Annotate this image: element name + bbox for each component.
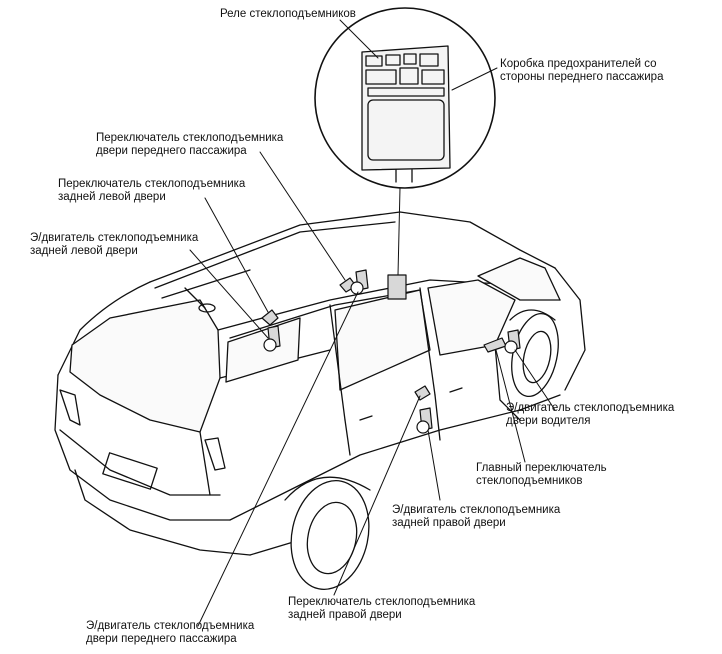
label-line: Переключатель стеклоподъемника: [58, 178, 246, 190]
label-fuse-box: Коробка предохранителей со стороны перед…: [500, 58, 663, 84]
label-rear-right-motor: Э/двигатель стеклоподъемника задней прав…: [392, 504, 560, 530]
component-markers: [261, 269, 521, 434]
label-driver-motor: Э/двигатель стеклоподъемника двери водит…: [506, 402, 674, 428]
label-line: двери водителя: [506, 415, 591, 427]
label-line: Реле стеклоподъемников: [220, 8, 356, 20]
label-rear-right-switch: Переключатель стеклоподъемника задней пр…: [288, 596, 475, 622]
label-line: задней правой двери: [288, 609, 402, 621]
label-line: Э/двигатель стеклоподъемника: [86, 620, 255, 632]
label-line: стороны переднего пассажира: [500, 71, 664, 83]
label-line: Переключатель стеклоподъемника: [288, 596, 476, 608]
label-line: двери переднего пассажира: [96, 145, 247, 157]
label-rear-left-motor: Э/двигатель стеклоподъемника задней лево…: [30, 232, 198, 258]
fuse-box-inset: [314, 7, 496, 189]
label-line: задней левой двери: [30, 245, 138, 257]
label-line: Главный переключатель: [476, 462, 607, 474]
label-front-passenger-motor: Э/двигатель стеклоподъемника двери перед…: [86, 620, 254, 646]
label-front-passenger-switch: Переключатель стеклоподъемника двери пер…: [96, 132, 283, 158]
label-window-relay: Реле стеклоподъемников: [220, 8, 356, 21]
label-line: Э/двигатель стеклоподъемника: [30, 232, 199, 244]
label-line: стеклоподъемников: [476, 475, 583, 487]
label-line: Переключатель стеклоподъемника: [96, 132, 284, 144]
label-line: двери переднего пассажира: [86, 633, 237, 645]
label-line: задней правой двери: [392, 517, 506, 529]
label-main-switch: Главный переключатель стеклоподъемников: [476, 462, 607, 488]
label-line: Э/двигатель стеклоподъемника: [506, 402, 675, 414]
leader-lines: [189, 19, 556, 627]
label-line: Коробка предохранителей со: [500, 58, 657, 70]
label-line: задней левой двери: [58, 191, 166, 203]
label-rear-left-switch: Переключатель стеклоподъемника задней ле…: [58, 178, 245, 204]
label-line: Э/двигатель стеклоподъемника: [392, 504, 561, 516]
